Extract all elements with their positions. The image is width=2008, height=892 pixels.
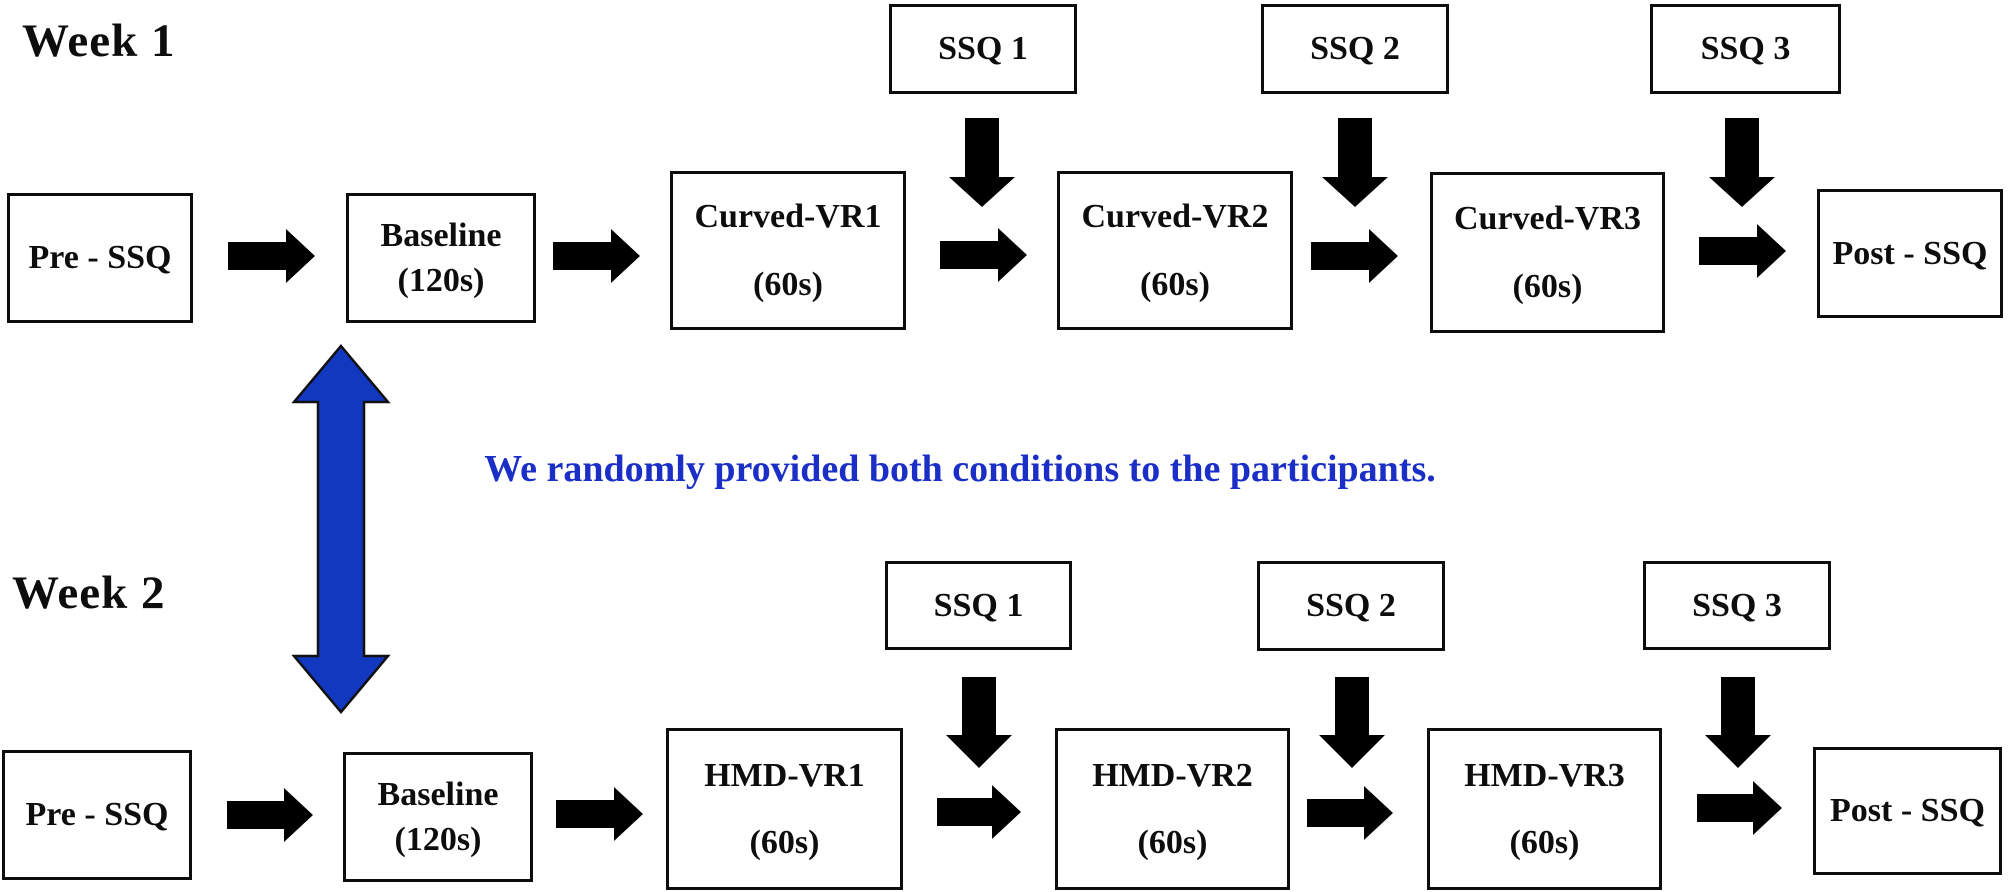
flow-box-pre-ssq-week1: Pre - SSQ	[7, 193, 193, 323]
flow-arrow-icon	[1307, 786, 1393, 840]
ssq-down-arrow-icon	[946, 677, 1012, 768]
flow-box-baseline-week1: Baseline (120s)	[346, 193, 536, 323]
flow-arrow-icon	[556, 787, 643, 841]
baseline-week1-duration: (120s)	[397, 261, 485, 299]
baseline-week1-title: Baseline	[380, 217, 502, 255]
curved-vr1-duration: (60s)	[753, 265, 823, 303]
flow-box-hmd-vr3: HMD-VR3 (60s)	[1427, 728, 1662, 890]
both-conditions-double-arrow-icon	[291, 344, 391, 714]
flow-arrow-icon	[228, 229, 315, 283]
flow-box-curved-vr1: Curved-VR1 (60s)	[670, 171, 906, 330]
flow-arrow-icon	[227, 788, 313, 842]
ssq-down-arrow-icon	[1319, 677, 1385, 768]
ssq-down-arrow-icon	[1709, 118, 1775, 207]
post-ssq-week1-label: Post - SSQ	[1832, 234, 1988, 272]
curved-vr1-title: Curved-VR1	[694, 198, 882, 236]
flow-arrow-icon	[940, 228, 1027, 282]
hmd-vr1-duration: (60s)	[749, 824, 820, 861]
flow-box-baseline-week2: Baseline (120s)	[343, 752, 533, 882]
curved-vr3-duration: (60s)	[1512, 267, 1583, 305]
flow-arrow-icon	[937, 785, 1021, 839]
flow-arrow-icon	[1697, 781, 1782, 835]
flow-box-hmd-vr1: HMD-VR1 (60s)	[666, 728, 903, 890]
post-ssq-week2-label: Post - SSQ	[1830, 792, 1985, 830]
baseline-week2-duration: (120s)	[394, 820, 482, 858]
ssq3-week1-label: SSQ 3	[1700, 30, 1791, 68]
ssq1-week2-label: SSQ 1	[933, 586, 1024, 624]
flow-box-post-ssq-week1: Post - SSQ	[1817, 189, 2003, 318]
ssq3-box-week1: SSQ 3	[1650, 4, 1841, 94]
flow-arrow-icon	[553, 229, 640, 283]
randomization-note: We randomly provided both conditions to …	[484, 448, 1436, 490]
hmd-vr2-title: HMD-VR2	[1092, 756, 1253, 794]
hmd-vr3-duration: (60s)	[1509, 824, 1580, 861]
flow-arrow-icon	[1311, 229, 1398, 283]
curved-vr2-duration: (60s)	[1140, 265, 1210, 303]
ssq2-box-week1: SSQ 2	[1261, 4, 1449, 94]
flow-box-curved-vr3: Curved-VR3 (60s)	[1430, 172, 1665, 333]
week1-label: Week 1	[22, 15, 176, 67]
flow-arrow-icon	[1699, 224, 1786, 278]
ssq-down-arrow-icon	[1705, 677, 1771, 768]
ssq2-week1-label: SSQ 2	[1310, 30, 1400, 68]
curved-vr3-title: Curved-VR3	[1454, 200, 1641, 238]
ssq2-week2-label: SSQ 2	[1306, 587, 1396, 625]
pre-ssq-week1-label: Pre - SSQ	[28, 239, 172, 277]
curved-vr2-title: Curved-VR2	[1081, 198, 1269, 236]
ssq-down-arrow-icon	[949, 118, 1015, 207]
flow-box-post-ssq-week2: Post - SSQ	[1813, 747, 2002, 875]
ssq1-box-week2: SSQ 1	[885, 561, 1072, 650]
flow-box-pre-ssq-week2: Pre - SSQ	[2, 750, 192, 880]
hmd-vr1-title: HMD-VR1	[704, 756, 865, 794]
pre-ssq-week2-label: Pre - SSQ	[25, 796, 169, 834]
hmd-vr3-title: HMD-VR3	[1464, 756, 1625, 794]
hmd-vr2-duration: (60s)	[1137, 824, 1208, 861]
ssq-down-arrow-icon	[1322, 118, 1388, 207]
ssq1-box-week1: SSQ 1	[889, 4, 1077, 94]
ssq1-week1-label: SSQ 1	[938, 30, 1028, 68]
flow-box-hmd-vr2: HMD-VR2 (60s)	[1055, 728, 1290, 890]
ssq2-box-week2: SSQ 2	[1257, 561, 1445, 651]
ssq3-week2-label: SSQ 3	[1692, 586, 1782, 624]
flow-box-curved-vr2: Curved-VR2 (60s)	[1057, 171, 1293, 330]
week2-label: Week 2	[12, 567, 166, 619]
ssq3-box-week2: SSQ 3	[1643, 561, 1831, 650]
baseline-week2-title: Baseline	[377, 776, 499, 814]
